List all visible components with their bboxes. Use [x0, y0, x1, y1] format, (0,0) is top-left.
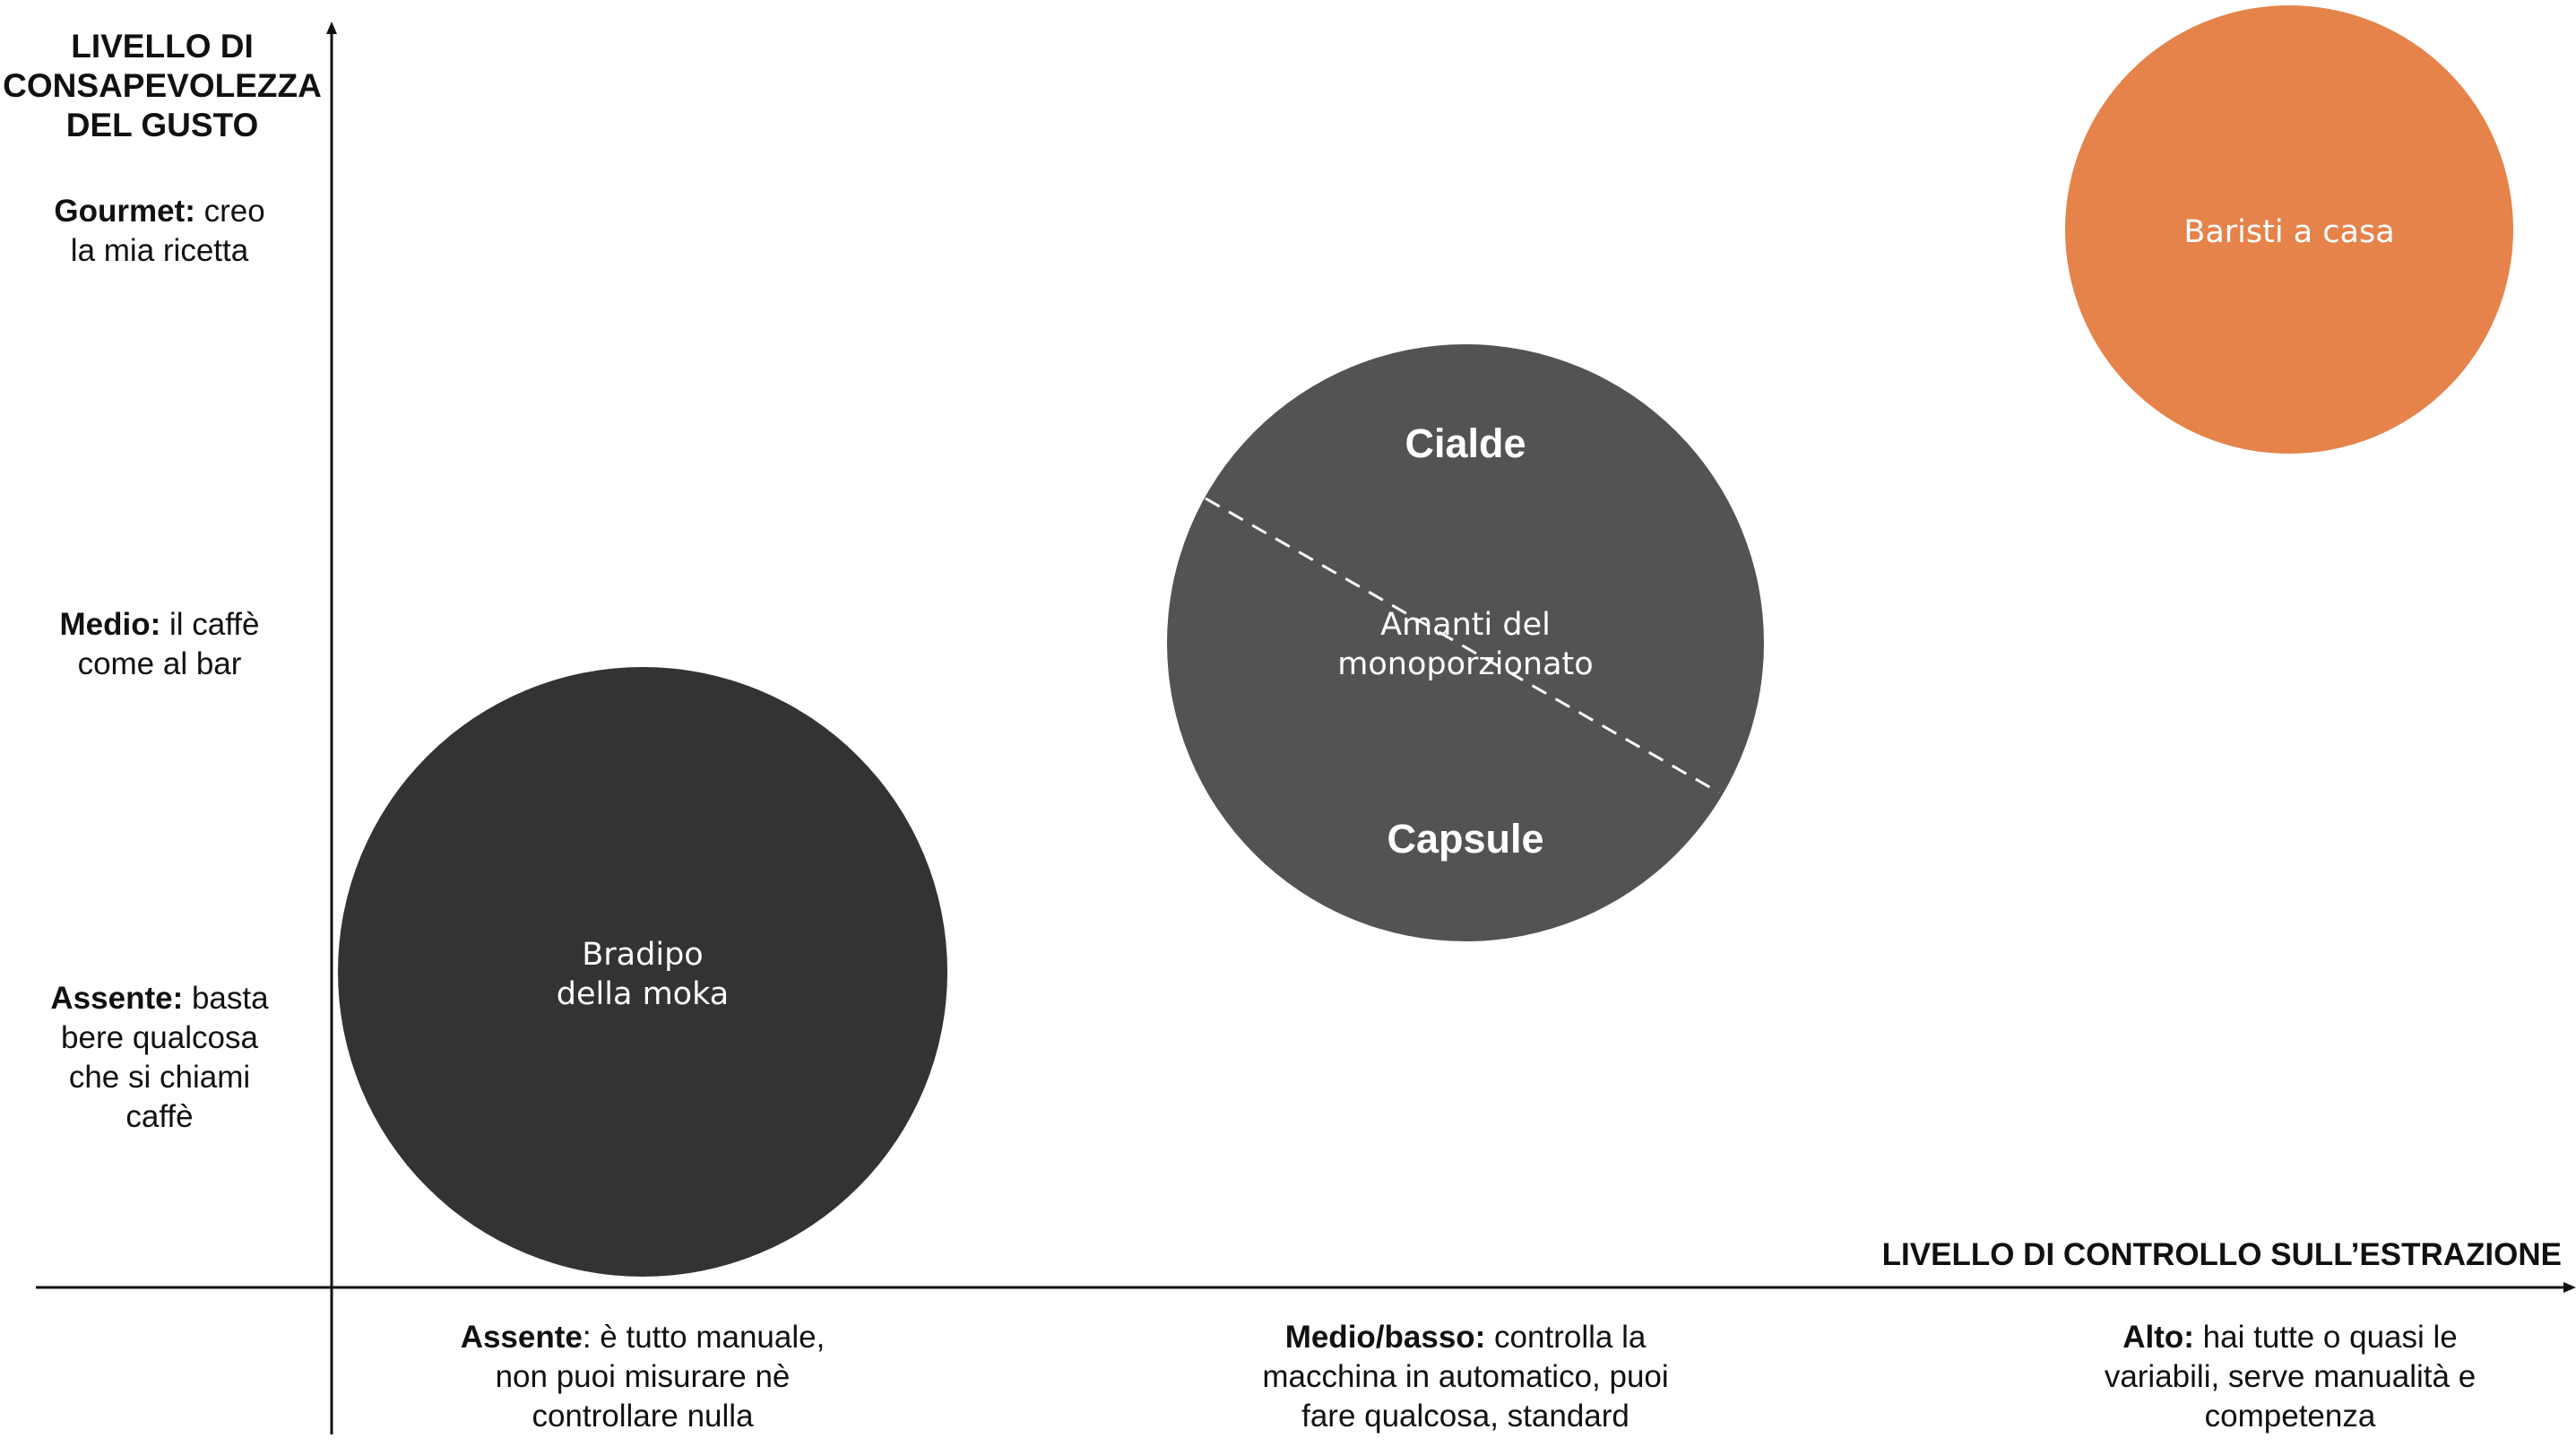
x-level-alto-text-3: competenza [2204, 1399, 2376, 1434]
x-level-assente-text-1: : è tutto manuale, [582, 1320, 826, 1355]
y-level-assente-text-2: bere qualcosa [61, 1020, 258, 1055]
bubble-bradipo-label-line-1: Bradipo [582, 937, 703, 973]
x-level-medio-basso-bold: Medio/basso: [1284, 1320, 1486, 1355]
x-level-medio-basso-text-1: controlla la [1485, 1320, 1647, 1355]
x-level-assente-text-2: non puoi misurare nè [495, 1359, 791, 1394]
x-level-alto-text-2: variabili, serve manualità e [2104, 1359, 2477, 1394]
x-level-medio-basso-text-2: macchina in automatico, puoi [1262, 1359, 1669, 1394]
y-level-assente: Assente: basta bere qualcosa che si chia… [18, 979, 301, 1137]
x-level-assente-bold: Assente [460, 1320, 583, 1355]
bubble-bradipo-label-line-2: della moka [557, 976, 729, 1012]
y-level-gourmet-bold: Gourmet: [54, 194, 195, 229]
bubble-monoporzionato-label-line-1: Amanti del [1380, 607, 1551, 643]
y-level-gourmet: Gourmet: creo la mia ricetta [18, 192, 301, 271]
x-level-medio-basso-text-3: fare qualcosa, standard [1301, 1399, 1629, 1434]
bubble-divider-dashed [1205, 497, 1720, 794]
bubble-monoporzionato [1167, 344, 1764, 941]
y-axis-title-line-2: CONSAPEVOLEZZA [3, 67, 322, 104]
y-level-assente-text-1: basta [183, 981, 269, 1016]
y-level-assente-text-3: che si chiami [68, 1060, 251, 1095]
y-level-assente-bold: Assente: [50, 981, 184, 1016]
x-axis-arrowhead [2563, 1282, 2576, 1293]
bubble-capsule-label: Capsule [1387, 816, 1543, 862]
y-level-medio-text-2: come al bar [77, 646, 242, 681]
bubble-baristi-label: Baristi a casa [2183, 214, 2394, 250]
y-level-medio-text-1: il caffè [160, 607, 260, 642]
x-level-medio-basso: Medio/basso: controlla la macchina in au… [1165, 1318, 1766, 1436]
x-level-alto: Alto: hai tutte o quasi le variabili, se… [1999, 1318, 2576, 1436]
bubble-baristi [2065, 5, 2513, 454]
x-level-assente-text-3: controllare nulla [532, 1399, 754, 1434]
bubble-cialde-label: Cialde [1405, 420, 1526, 466]
x-level-alto-text-1: hai tutte o quasi le [2193, 1320, 2458, 1355]
x-level-assente: Assente: è tutto manuale, non puoi misur… [374, 1318, 912, 1436]
y-axis-arrowhead [326, 22, 337, 34]
x-level-alto-bold: Alto: [2122, 1320, 2194, 1355]
y-axis-title-line-1: LIVELLO DI [71, 28, 254, 65]
y-axis-title: LIVELLO DI CONSAPEVOLEZZA DEL GUSTO [0, 27, 324, 145]
bubble-bradipo [338, 667, 947, 1277]
y-level-medio: Medio: il caffè come al bar [18, 605, 301, 684]
y-level-medio-bold: Medio: [59, 607, 161, 642]
x-axis-title: LIVELLO DI CONTROLLO SULL’ESTRAZIONE [1881, 1237, 2562, 1272]
y-axis-title-line-3: DEL GUSTO [65, 107, 259, 143]
y-level-gourmet-text-1: creo [194, 194, 265, 229]
y-level-gourmet-text-2: la mia ricetta [70, 233, 249, 268]
y-level-assente-text-4: caffè [125, 1099, 194, 1134]
bubble-monoporzionato-label-line-2: monoporzionato [1337, 646, 1593, 682]
